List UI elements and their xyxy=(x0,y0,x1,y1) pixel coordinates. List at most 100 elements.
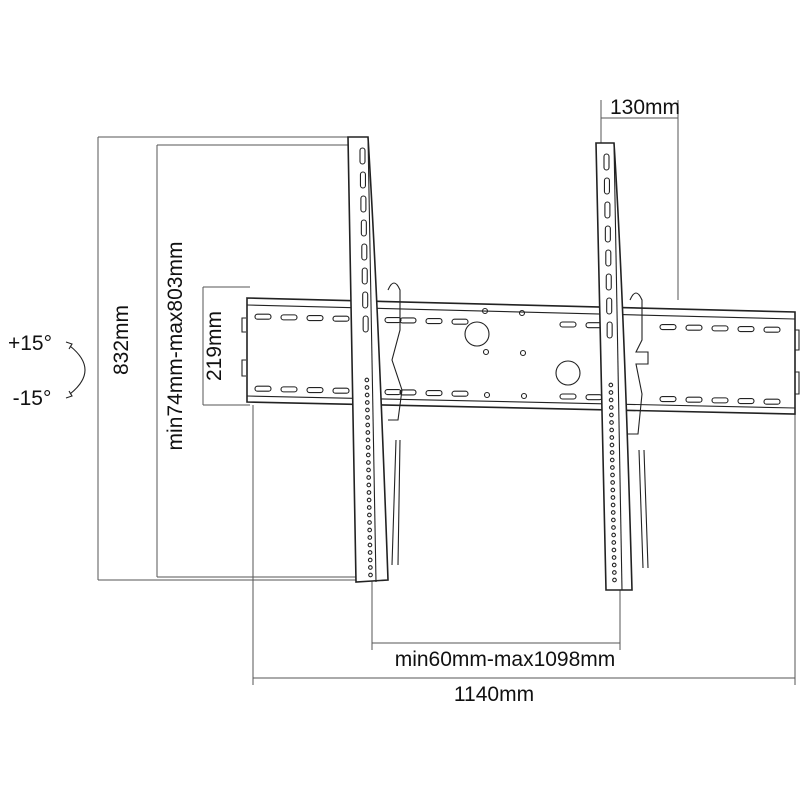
rail-slot xyxy=(737,325,755,333)
arm-hole xyxy=(611,570,617,575)
arm-hole xyxy=(364,400,370,405)
left-tilt-latch xyxy=(387,282,403,566)
rail-bottom-flange xyxy=(246,395,796,409)
rail-slot xyxy=(737,397,755,405)
label-1140mm: 1140mm xyxy=(454,683,534,706)
rail-slot xyxy=(425,390,443,397)
arm-hole xyxy=(366,482,372,488)
arm-hole xyxy=(367,542,373,548)
arm-hole xyxy=(367,527,373,533)
arm-hole xyxy=(609,420,614,425)
arm-slot xyxy=(605,249,612,267)
arm-slot xyxy=(604,201,611,219)
arm-hole xyxy=(365,430,371,435)
rail-slot xyxy=(685,324,703,331)
rail-slot xyxy=(425,318,443,325)
arm-hole xyxy=(610,510,616,515)
arm-slot xyxy=(604,225,611,243)
rail-slot xyxy=(559,393,577,400)
arm-hole xyxy=(366,475,372,480)
arm-hole xyxy=(367,512,372,518)
rail-small-holes xyxy=(481,307,528,400)
rail-right-tabs xyxy=(795,329,800,395)
small-hole xyxy=(519,349,527,357)
arm-hole xyxy=(367,535,373,540)
arm-slot xyxy=(362,315,369,333)
label-219mm: 219mm xyxy=(203,311,226,381)
left-arm-edge xyxy=(367,136,377,583)
dimension-lines xyxy=(97,100,796,685)
rail-slot xyxy=(280,386,298,393)
dim-219-line xyxy=(202,286,250,406)
arm-hole xyxy=(364,385,370,390)
label-832mm: 832mm xyxy=(110,305,133,375)
arm-hole xyxy=(367,557,373,563)
small-hole xyxy=(481,307,489,315)
arm-hole xyxy=(365,422,371,428)
arm-hole xyxy=(610,495,616,500)
label-horizontal-range: min60mm-max1098mm xyxy=(395,648,616,671)
arm-hole xyxy=(610,502,616,508)
arm-hole xyxy=(611,525,616,530)
rail-slot xyxy=(451,318,469,325)
rail-slot xyxy=(332,315,350,322)
horizontal-rail xyxy=(241,297,800,415)
right-arm-edge xyxy=(613,142,623,591)
left-vertical-arm xyxy=(347,136,403,583)
arm-hole xyxy=(611,547,617,553)
arm-hole xyxy=(366,490,372,495)
arm-hole xyxy=(367,520,372,525)
arm-hole xyxy=(610,465,615,470)
rail-slot xyxy=(254,313,272,320)
dim-horizontal-range-line xyxy=(371,580,621,650)
label-130mm: 130mm xyxy=(610,96,680,119)
rail-large-hole xyxy=(464,321,490,347)
rail-slot xyxy=(711,397,729,404)
arm-hole xyxy=(610,487,616,493)
arm-hole xyxy=(365,415,370,420)
arm-hole xyxy=(611,532,616,538)
arm-slot xyxy=(603,153,610,171)
arm-hole xyxy=(609,427,615,433)
arm-hole xyxy=(365,445,371,450)
arm-hole xyxy=(366,467,371,473)
arm-slot xyxy=(361,243,368,261)
arm-slot xyxy=(606,297,613,315)
arm-hole xyxy=(609,442,615,448)
rail-slot xyxy=(659,324,677,331)
arm-hole xyxy=(365,452,371,458)
arm-slot xyxy=(605,273,612,291)
dim-1140-line xyxy=(252,405,796,685)
arm-slot xyxy=(360,195,367,213)
arm-hole xyxy=(610,472,615,478)
arm-hole xyxy=(365,437,371,443)
arm-slot xyxy=(359,171,367,189)
arm-hole xyxy=(611,540,617,545)
rail-slot xyxy=(763,326,781,333)
rail-slot xyxy=(306,386,324,394)
arm-hole xyxy=(368,565,373,570)
rail-slot xyxy=(332,387,350,394)
small-hole xyxy=(482,348,490,356)
arm-slot xyxy=(359,147,366,165)
arm-hole xyxy=(610,480,616,485)
arm-slot xyxy=(603,177,611,195)
arm-slot xyxy=(361,267,368,285)
label-vertical-range: min74mm-max803mm xyxy=(164,242,187,451)
arm-hole xyxy=(609,412,614,418)
label-tilt-down: -15° xyxy=(13,387,52,410)
arm-hole xyxy=(608,382,614,388)
rail-slot xyxy=(711,325,729,332)
right-arm-body xyxy=(595,142,633,591)
arm-hole xyxy=(611,562,617,568)
small-hole xyxy=(483,391,491,399)
arm-hole xyxy=(365,407,370,413)
left-arm-slots xyxy=(359,147,369,333)
arm-hole xyxy=(366,460,371,465)
rail-slot xyxy=(384,316,402,324)
right-vertical-arm xyxy=(595,142,649,591)
left-arm-holes xyxy=(364,377,373,578)
dim-vertical-range-line xyxy=(156,144,362,578)
rail-slot xyxy=(306,314,324,322)
